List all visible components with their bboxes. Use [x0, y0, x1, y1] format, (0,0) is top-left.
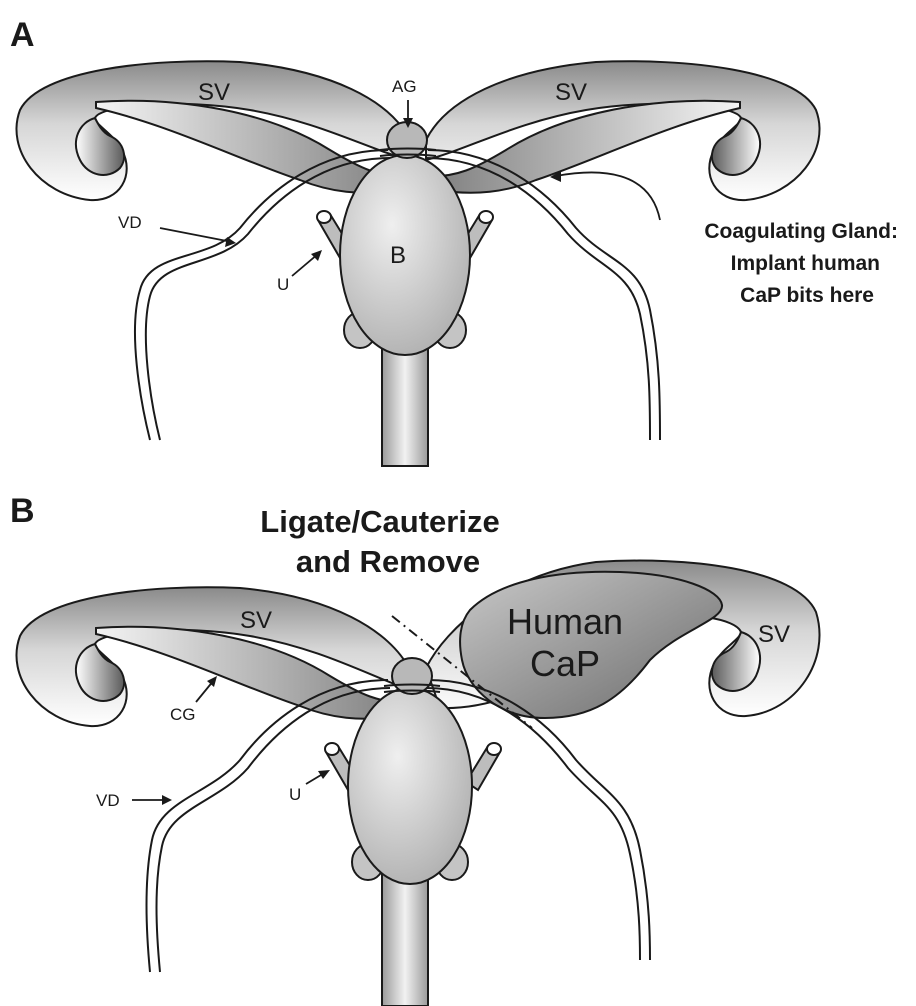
- panel-b-letter: B: [10, 492, 35, 530]
- u-arrow-a: [292, 254, 318, 276]
- label-ag: AG: [392, 77, 417, 96]
- seminal-vesicle-left-b: [16, 587, 410, 726]
- label-sv-left-b: SV: [240, 607, 272, 634]
- bladder-b: [348, 688, 472, 884]
- title-line-2: and Remove: [296, 544, 480, 579]
- label-human-cap-2: CaP: [530, 643, 600, 684]
- vd-arrow-a: [160, 228, 232, 242]
- note-line-3: CaP bits here: [740, 284, 874, 307]
- label-vd-a: VD: [118, 213, 142, 232]
- panel-b: B Ligate/Cauterize and Remove SV SV Huma…: [10, 492, 820, 1006]
- panel-a-letter: A: [10, 16, 35, 54]
- panel-a: A SV SV AG VD U B Coagulating Gland: Imp…: [10, 16, 898, 466]
- ampullary-gland-a: [387, 122, 427, 158]
- seminal-vesicle-right: [426, 61, 820, 200]
- label-b: B: [390, 242, 406, 269]
- label-u-b: U: [289, 785, 301, 804]
- title-line-1: Ligate/Cauterize: [260, 504, 499, 539]
- label-sv-right-a: SV: [555, 79, 587, 106]
- label-u-a: U: [277, 275, 289, 294]
- cg-note-arrow: [556, 172, 660, 220]
- label-vd-b: VD: [96, 791, 120, 810]
- label-cg: CG: [170, 705, 196, 724]
- note-line-2: Implant human: [731, 252, 880, 275]
- label-sv-right-b: SV: [758, 621, 790, 648]
- urethra-a: [382, 340, 428, 466]
- ampullary-gland-b: [392, 658, 432, 694]
- label-sv-left-a: SV: [198, 79, 230, 106]
- label-human-cap-1: Human: [507, 601, 623, 642]
- note-line-1: Coagulating Gland:: [704, 220, 898, 243]
- urethra-b: [382, 870, 428, 1006]
